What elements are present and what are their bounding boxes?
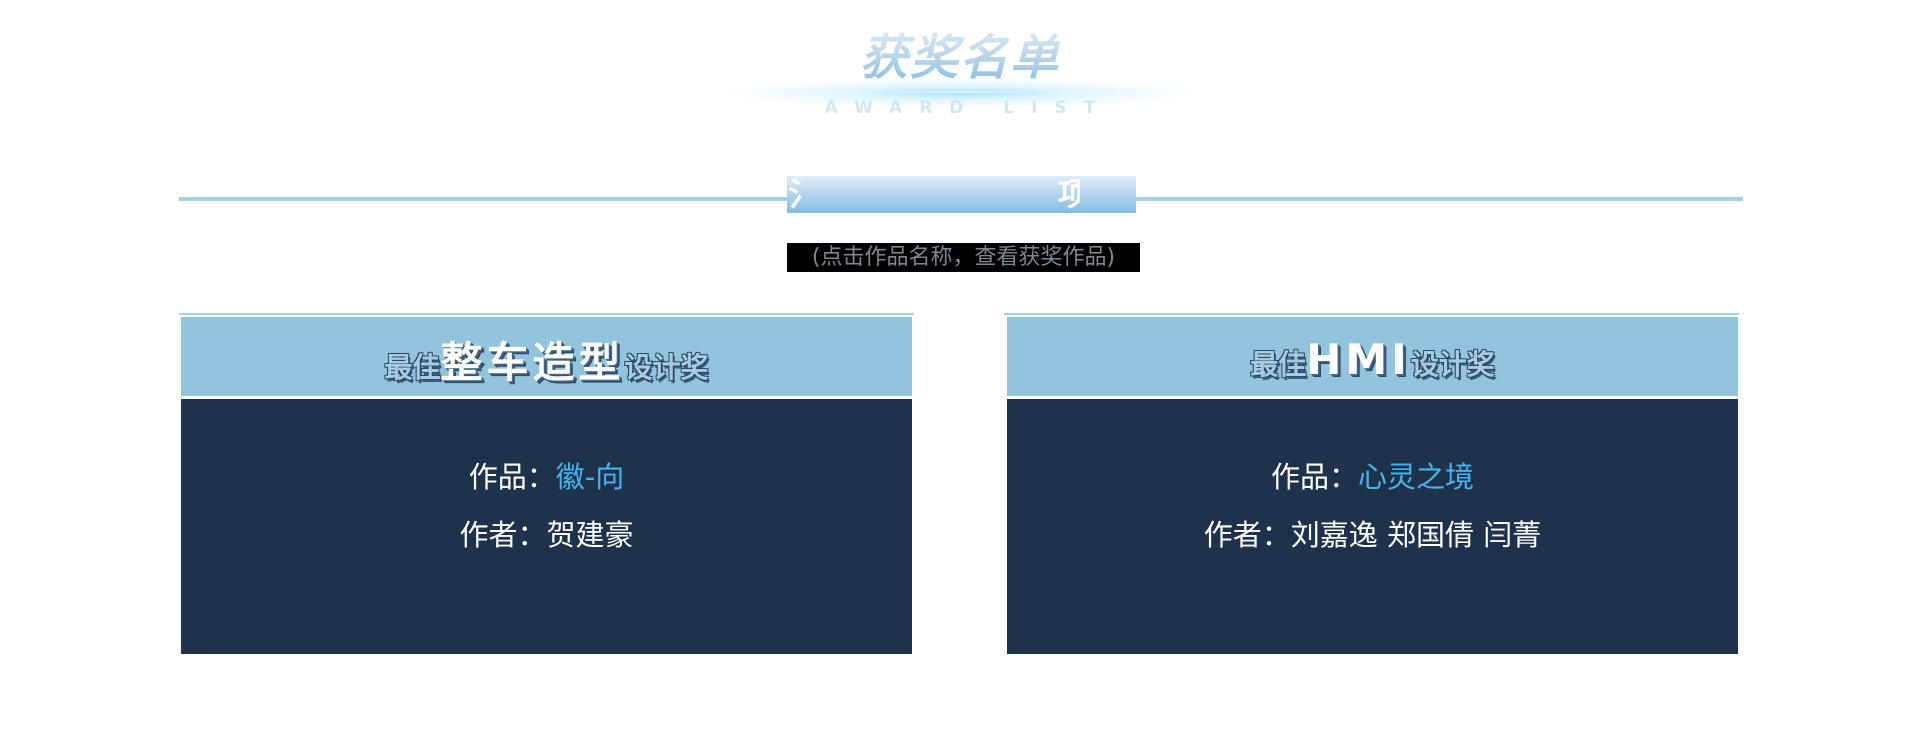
title-english: AWARD LIST <box>824 98 1113 118</box>
card-body: 作品：心灵之境 作者：刘嘉逸 郑国倩 闫菁 <box>1007 399 1738 654</box>
card-header: 最佳 HMI 设计奖 <box>1007 317 1738 396</box>
work-line: 作品：心灵之境 <box>1007 459 1738 495</box>
card-header: 最佳 整车造型 设计奖 <box>181 317 912 396</box>
work-label: 作品： <box>468 460 556 494</box>
card-body: 作品：徽-向 作者：贺建豪 <box>181 399 912 654</box>
award-title: 最佳 HMI 设计奖 <box>1250 335 1495 384</box>
award-title-suffix: 设计奖 <box>1410 348 1495 381</box>
work-title-link[interactable]: 徽-向 <box>555 460 625 494</box>
author-label: 作者： <box>459 518 547 552</box>
title-glow-line <box>870 91 1050 93</box>
award-list-title: 获奖名单 AWARD LIST <box>720 22 1200 132</box>
section-heading-partial-left: 氵 <box>788 176 821 213</box>
award-title-suffix: 设计奖 <box>624 351 709 384</box>
section-hint-text: (点击作品名称，查看获奖作品) <box>787 243 1140 272</box>
award-title-highlight: 整车造型 <box>440 338 625 387</box>
award-card-vehicle-styling: 最佳 整车造型 设计奖 作品：徽-向 作者：贺建豪 <box>179 313 914 654</box>
title-chinese: 获奖名单 <box>720 30 1200 86</box>
award-title-prefix: 最佳 <box>1250 348 1307 381</box>
work-title-link[interactable]: 心灵之境 <box>1358 460 1475 494</box>
work-label: 作品： <box>1270 460 1358 494</box>
award-card-hmi: 最佳 HMI 设计奖 作品：心灵之境 作者：刘嘉逸 郑国倩 闫菁 <box>1004 313 1739 654</box>
author-names: 刘嘉逸 郑国倩 闫菁 <box>1290 518 1542 552</box>
section-heading-partial-right: 项 <box>1058 176 1080 213</box>
title-glow-decoration <box>720 78 1200 108</box>
award-title-highlight: HMI <box>1306 335 1411 384</box>
award-title: 最佳 整车造型 设计奖 <box>384 329 708 390</box>
award-title-prefix: 最佳 <box>384 351 441 384</box>
author-label: 作者： <box>1203 518 1291 552</box>
card-top-line <box>179 313 914 315</box>
work-line: 作品：徽-向 <box>181 459 912 495</box>
section-heading-bar: 氵 项 <box>787 176 1136 213</box>
author-line: 作者：贺建豪 <box>181 517 912 553</box>
card-top-line <box>1004 313 1739 315</box>
author-names: 贺建豪 <box>546 518 634 552</box>
author-line: 作者：刘嘉逸 郑国倩 闫菁 <box>1007 517 1738 553</box>
